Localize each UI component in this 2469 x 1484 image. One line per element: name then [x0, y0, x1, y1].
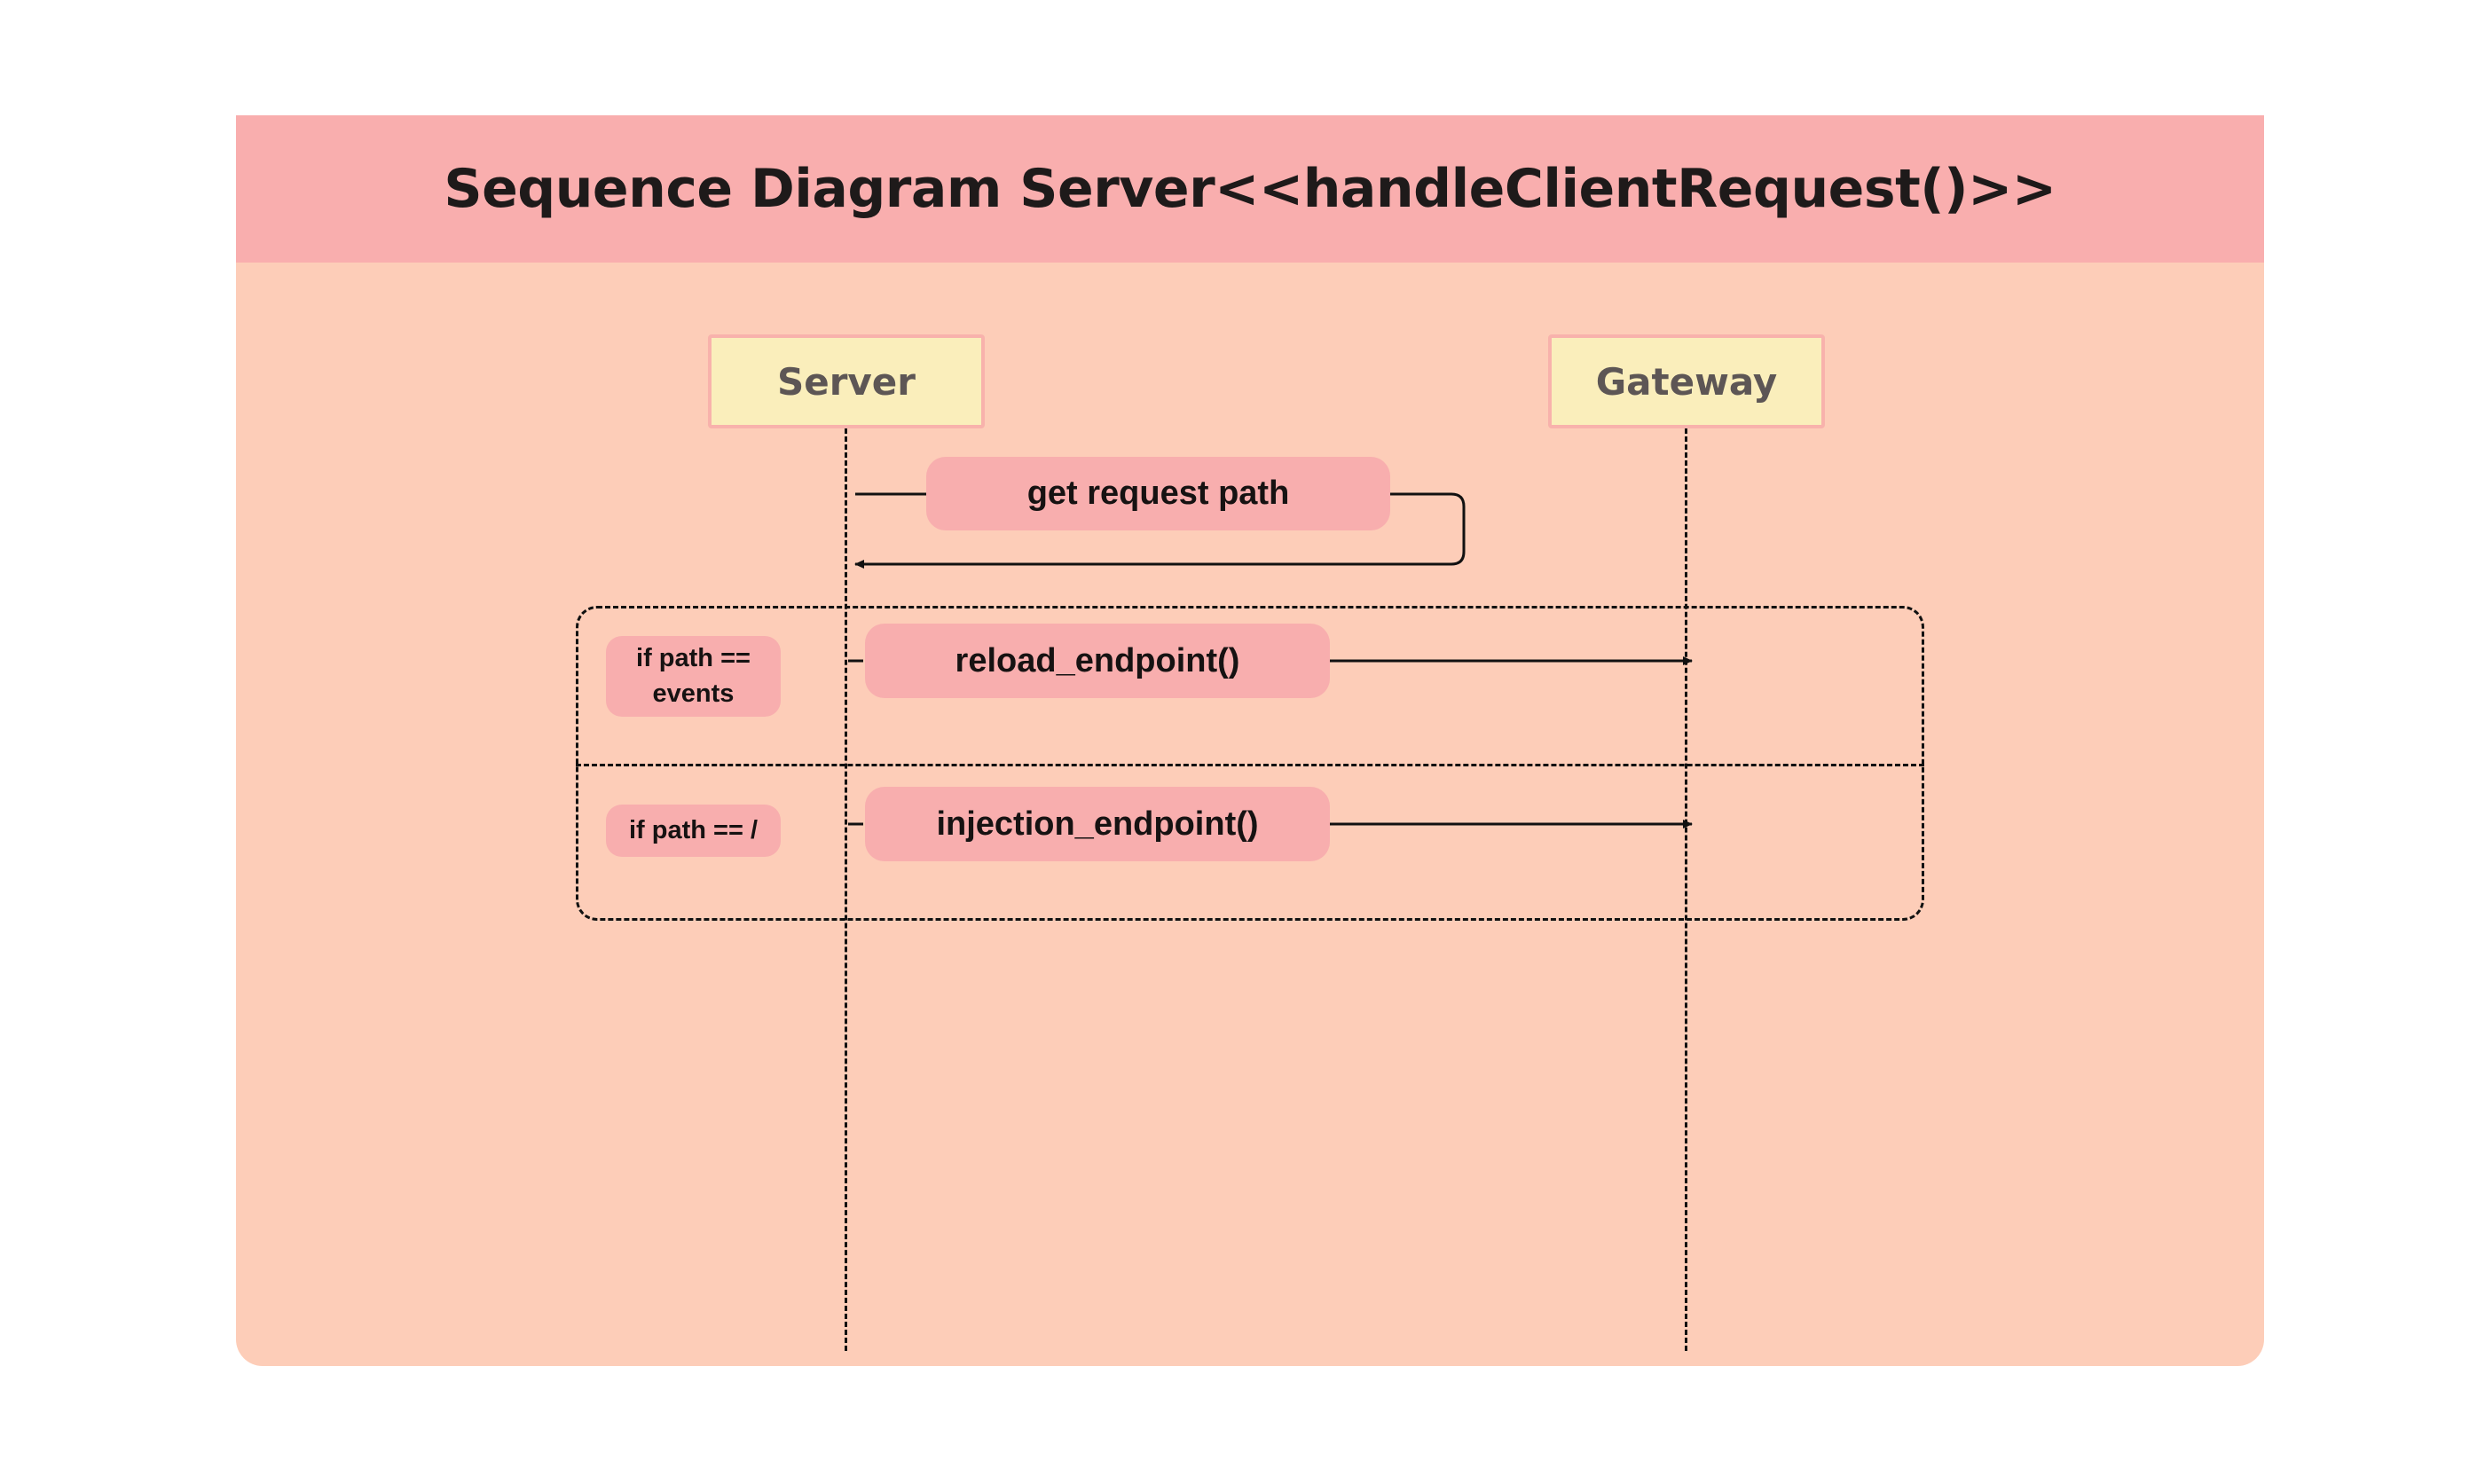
message-reload-endpoint: reload_endpoint()	[865, 624, 1330, 698]
alt-divider	[576, 764, 1924, 766]
title-bar: Sequence Diagram Server<<handleClientReq…	[236, 115, 2264, 263]
guard-root: if path == /	[606, 805, 781, 857]
diagram-frame: Sequence Diagram Server<<handleClientReq…	[236, 115, 2264, 1366]
guard-events: if path ==events	[606, 636, 781, 717]
message-arrows	[848, 492, 1693, 828]
message-injection-endpoint: injection_endpoint()	[865, 787, 1330, 861]
participant-gateway: Gateway	[1548, 334, 1825, 428]
diagram-title: Sequence Diagram Server<<handleClientReq…	[444, 158, 2056, 220]
message-get-request-path: get request path	[926, 457, 1390, 530]
lifeline-gateway	[1685, 428, 1687, 1351]
lifeline-server	[845, 428, 847, 1351]
alt-fragment	[576, 606, 1924, 921]
participant-server: Server	[708, 334, 985, 428]
self-call-return-arrow	[854, 492, 1466, 569]
